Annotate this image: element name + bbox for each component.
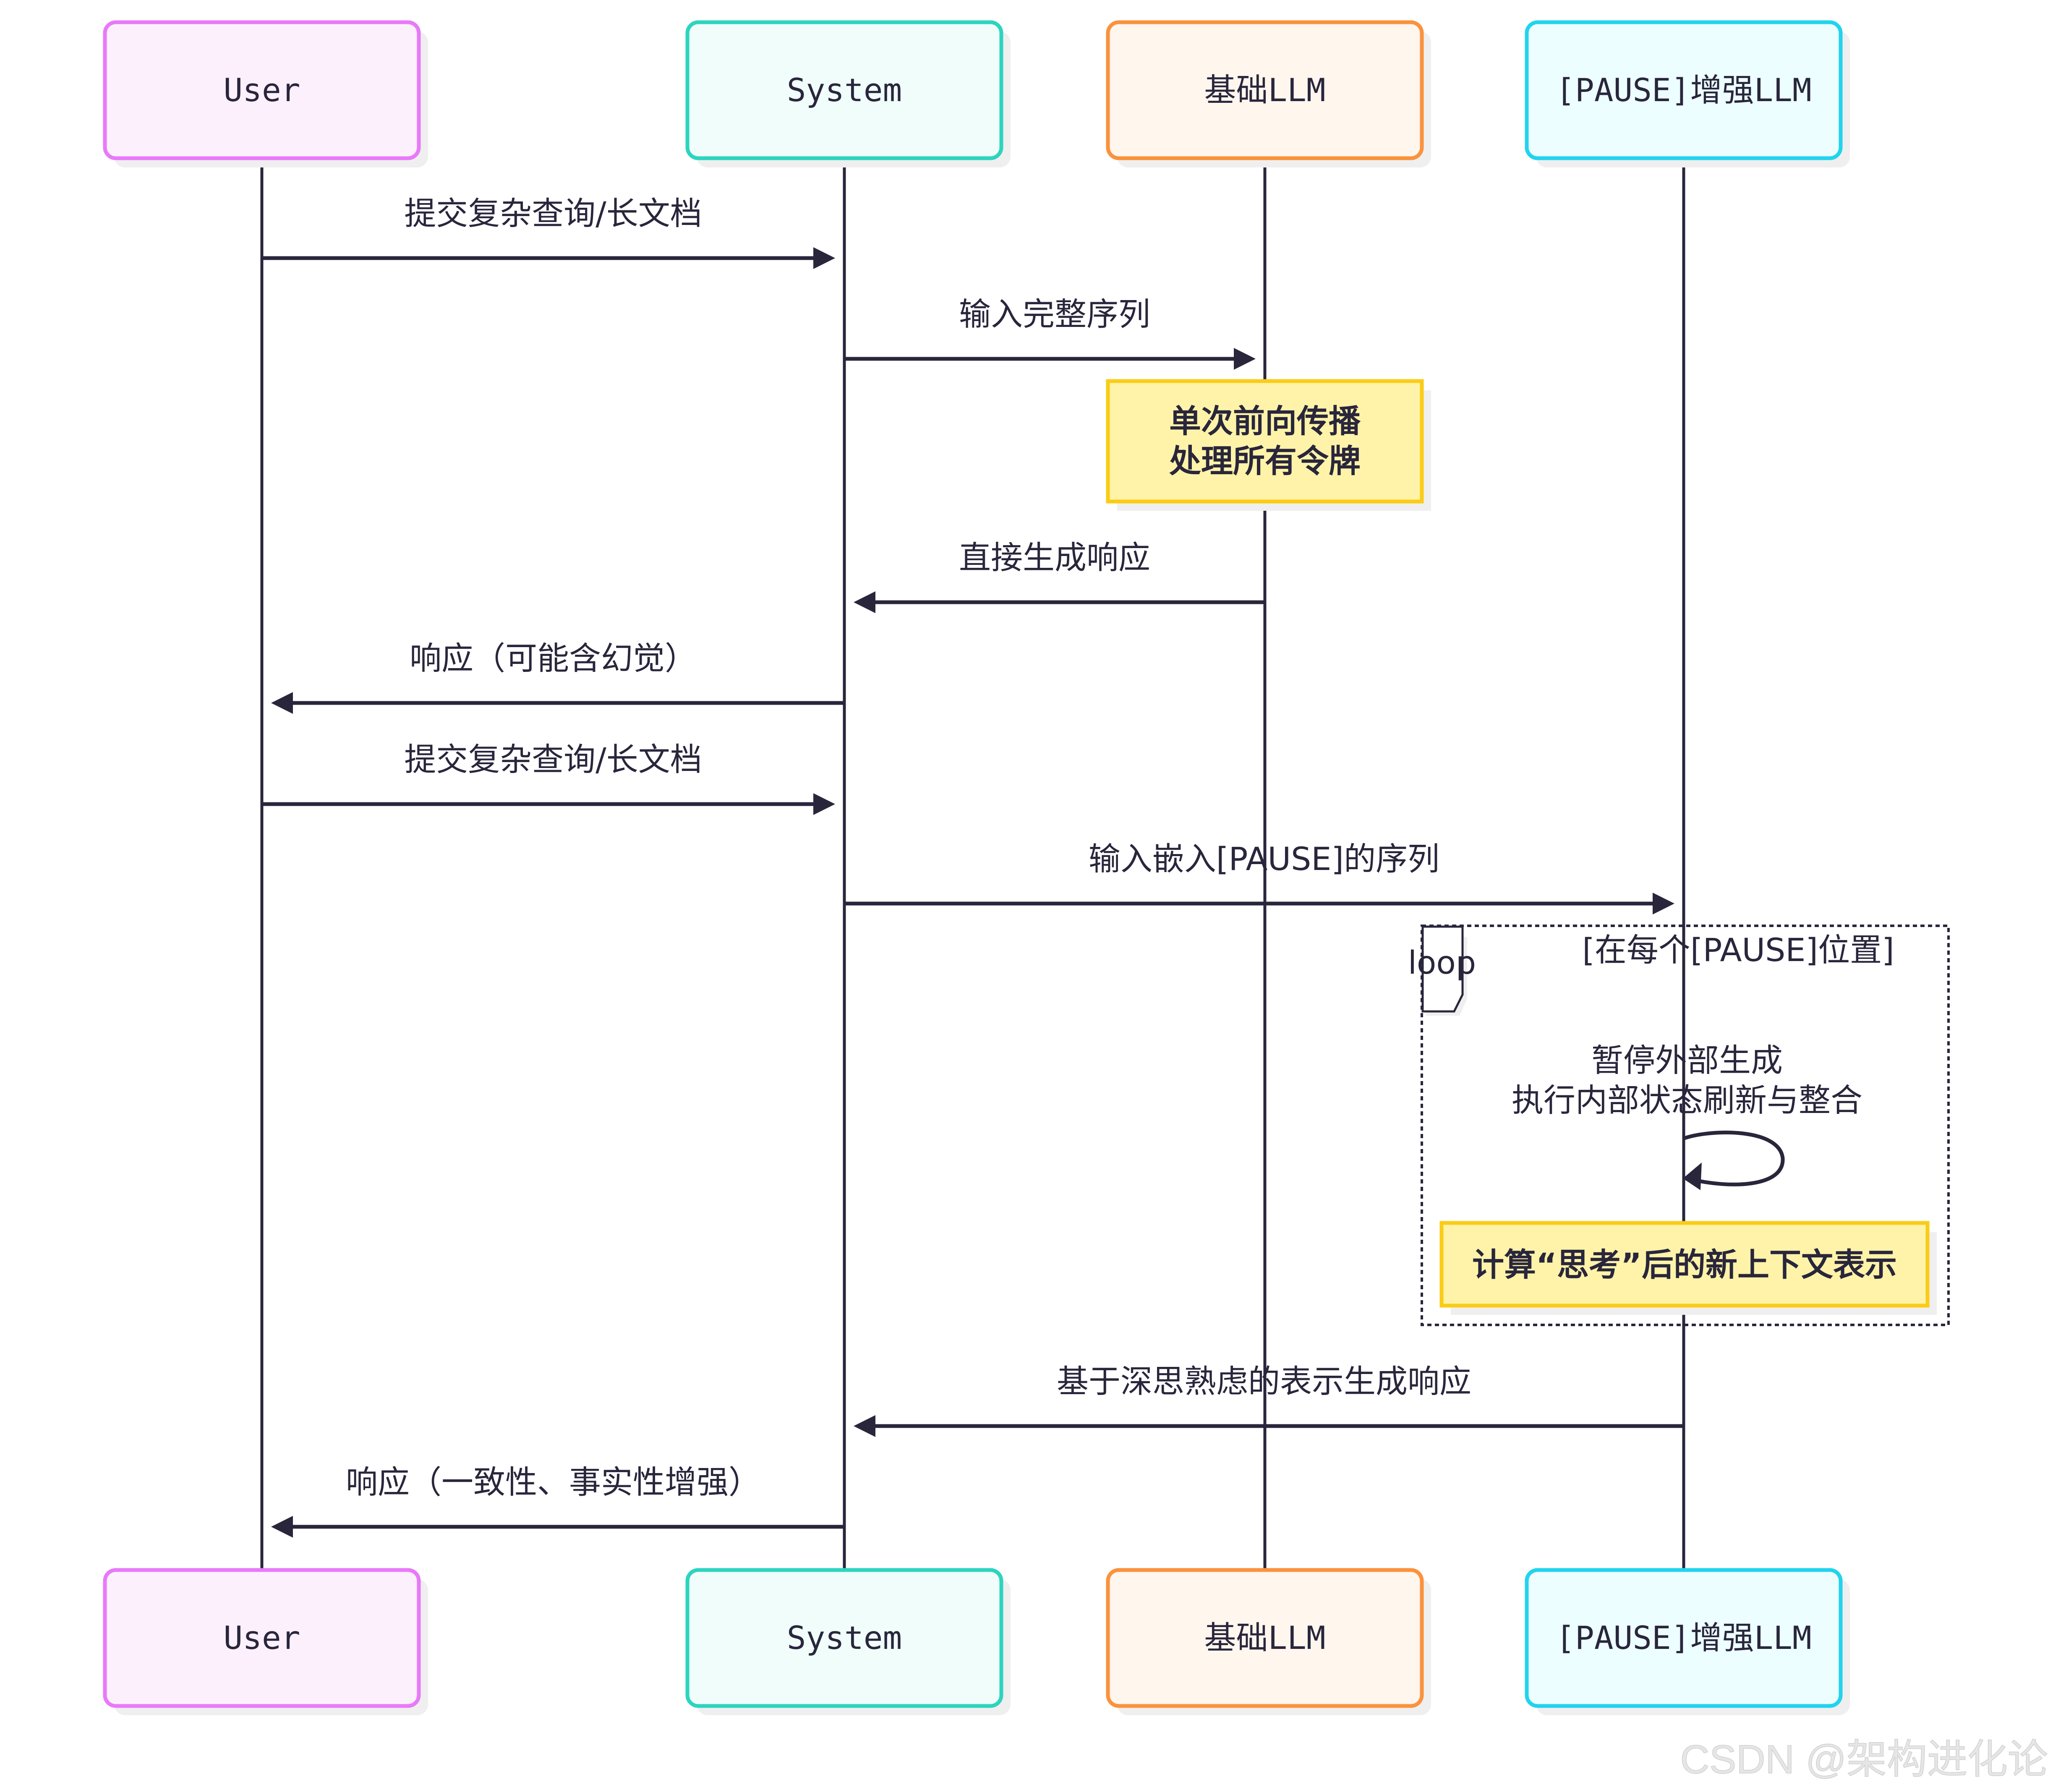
actor-base-llm-bottom[interactable]: 基础LLM <box>1106 1568 1431 1715</box>
actor-base-llm-top[interactable]: 基础LLM <box>1106 20 1431 167</box>
actor-user-top[interactable]: User <box>103 20 428 167</box>
loop-frame: loop [在每个[PAUSE]位置] <box>1408 925 1950 1326</box>
actor-label: [PAUSE]增强LLM <box>1556 1619 1812 1656</box>
note-new-context-representation: 计算“思考”后的新上下文表示 <box>1439 1221 1937 1315</box>
watermark: CSDN @架构进化论 <box>1680 1737 2048 1782</box>
message-label: 直接生成响应 <box>959 539 1150 576</box>
message-3: 直接生成响应 <box>854 539 1265 613</box>
actor-label: 基础LLM <box>1204 1619 1325 1656</box>
loop-label-tab <box>1421 925 1464 1013</box>
note-line: 计算“思考”后的新上下文表示 <box>1472 1246 1897 1283</box>
self-loop-arrowhead <box>1683 1162 1702 1190</box>
arrowhead-icon <box>271 1516 293 1538</box>
arrowhead-icon <box>854 591 875 613</box>
message-label: 输入嵌入[PAUSE]的序列 <box>1089 840 1439 878</box>
message-label: 输入完整序列 <box>959 295 1150 333</box>
message-1: 提交复杂查询/长文档 <box>262 195 835 269</box>
self-message-pause: 暂停外部生成 执行内部状态刷新与整合 <box>1512 1042 1862 1190</box>
message-8: 响应（一致性、事实性增强） <box>271 1463 844 1538</box>
actor-pause-llm-top[interactable]: [PAUSE]增强LLM <box>1525 20 1850 167</box>
arrowhead-icon <box>854 1415 875 1437</box>
message-label: 基于深思熟虑的表示生成响应 <box>1057 1363 1471 1400</box>
arrowhead-icon <box>813 247 835 269</box>
arrowhead-icon <box>1234 348 1256 370</box>
actor-label: User <box>223 71 300 109</box>
self-message-line-1: 暂停外部生成 <box>1591 1042 1783 1079</box>
arrowhead-icon <box>1653 893 1674 914</box>
actor-user-bottom[interactable]: User <box>103 1568 428 1715</box>
actor-system-top[interactable]: System <box>685 20 1011 167</box>
loop-condition: [在每个[PAUSE]位置] <box>1582 931 1894 969</box>
message-label: 提交复杂查询/长文档 <box>404 741 702 778</box>
arrowhead-icon <box>813 793 835 815</box>
actor-label: System <box>787 1619 902 1656</box>
message-label: 响应（可能含幻觉） <box>410 640 697 677</box>
message-label: 提交复杂查询/长文档 <box>404 195 702 232</box>
arrowhead-icon <box>271 692 293 714</box>
actor-label: System <box>787 71 902 109</box>
actor-label: [PAUSE]增强LLM <box>1556 71 1812 109</box>
actor-system-bottom[interactable]: System <box>685 1568 1011 1715</box>
message-label: 响应（一致性、事实性增强） <box>346 1463 760 1501</box>
note-single-forward-pass: 单次前向传播 处理所有令牌 <box>1106 379 1431 511</box>
message-7: 基于深思熟虑的表示生成响应 <box>854 1363 1684 1437</box>
actor-label: 基础LLM <box>1204 71 1325 109</box>
note-line-1: 单次前向传播 <box>1169 402 1361 440</box>
message-6: 输入嵌入[PAUSE]的序列 <box>844 840 1674 914</box>
self-message-line-2: 执行内部状态刷新与整合 <box>1512 1081 1862 1119</box>
note-line-2: 处理所有令牌 <box>1169 442 1361 480</box>
loop-keyword: loop <box>1408 944 1476 981</box>
actor-label: User <box>223 1619 300 1656</box>
message-5: 提交复杂查询/长文档 <box>262 741 835 815</box>
actor-pause-llm-bottom[interactable]: [PAUSE]增强LLM <box>1525 1568 1850 1715</box>
message-2: 输入完整序列 <box>844 295 1256 370</box>
self-loop-arrow <box>1684 1131 1785 1186</box>
message-4: 响应（可能含幻觉） <box>271 640 844 714</box>
